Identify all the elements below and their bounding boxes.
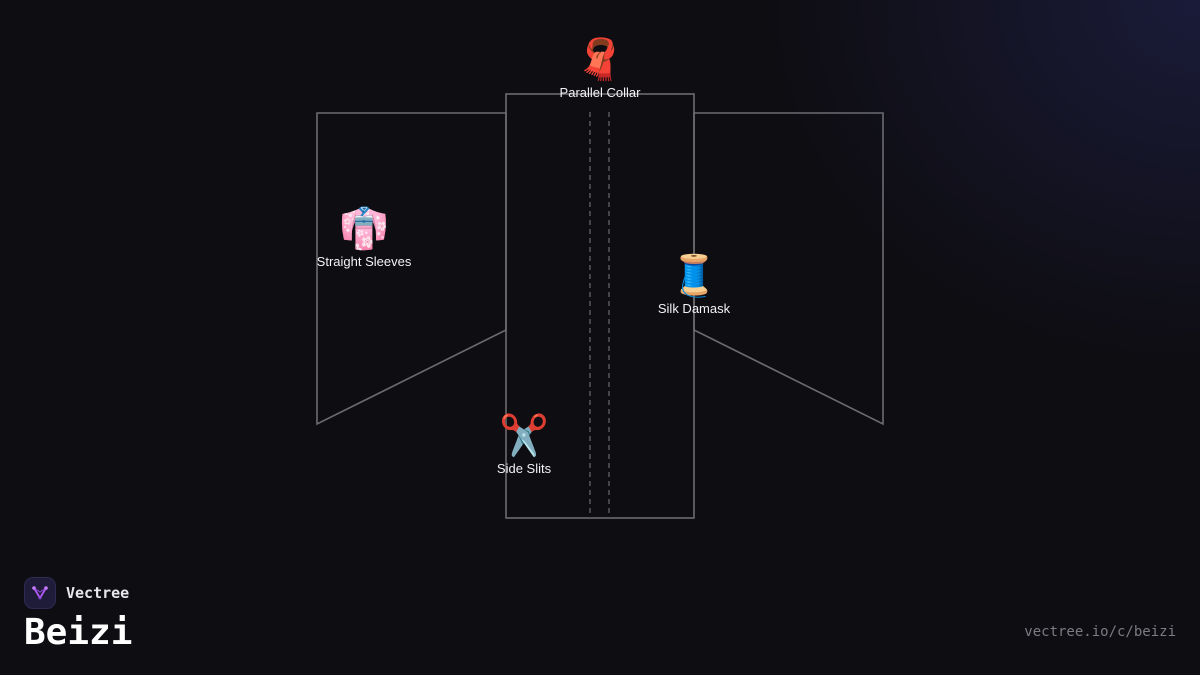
page-title: Beizi	[24, 612, 133, 653]
feature-parallel-collar: 🧣 Parallel Collar	[560, 36, 641, 101]
scarf-icon: 🧣	[575, 37, 625, 83]
feature-label: Silk Damask	[657, 301, 731, 316]
feature-label: Straight Sleeves	[316, 254, 412, 269]
feature-straight-sleeves: 👘 Straight Sleeves	[317, 205, 412, 270]
garment-body-outline	[505, 93, 695, 519]
scissors-icon: ✂️	[499, 413, 549, 459]
feature-side-slits: ✂️ Side Slits	[497, 412, 551, 477]
feature-label: Side Slits	[496, 461, 552, 476]
brand-name[interactable]: Vectree	[66, 584, 130, 602]
brand-row: Vectree	[24, 577, 132, 609]
feature-silk-damask: 🧵 Silk Damask	[658, 252, 730, 317]
feature-label: Parallel Collar	[559, 85, 641, 100]
brand-block: Vectree Beizi	[24, 577, 132, 653]
site-url-link[interactable]: vectree.io/c/beizi	[1024, 624, 1176, 640]
kimono-icon: 👘	[339, 206, 389, 252]
vectree-logo-mark	[32, 586, 48, 600]
thread-spool-icon: 🧵	[669, 253, 719, 299]
vectree-logo-icon[interactable]	[24, 577, 56, 609]
